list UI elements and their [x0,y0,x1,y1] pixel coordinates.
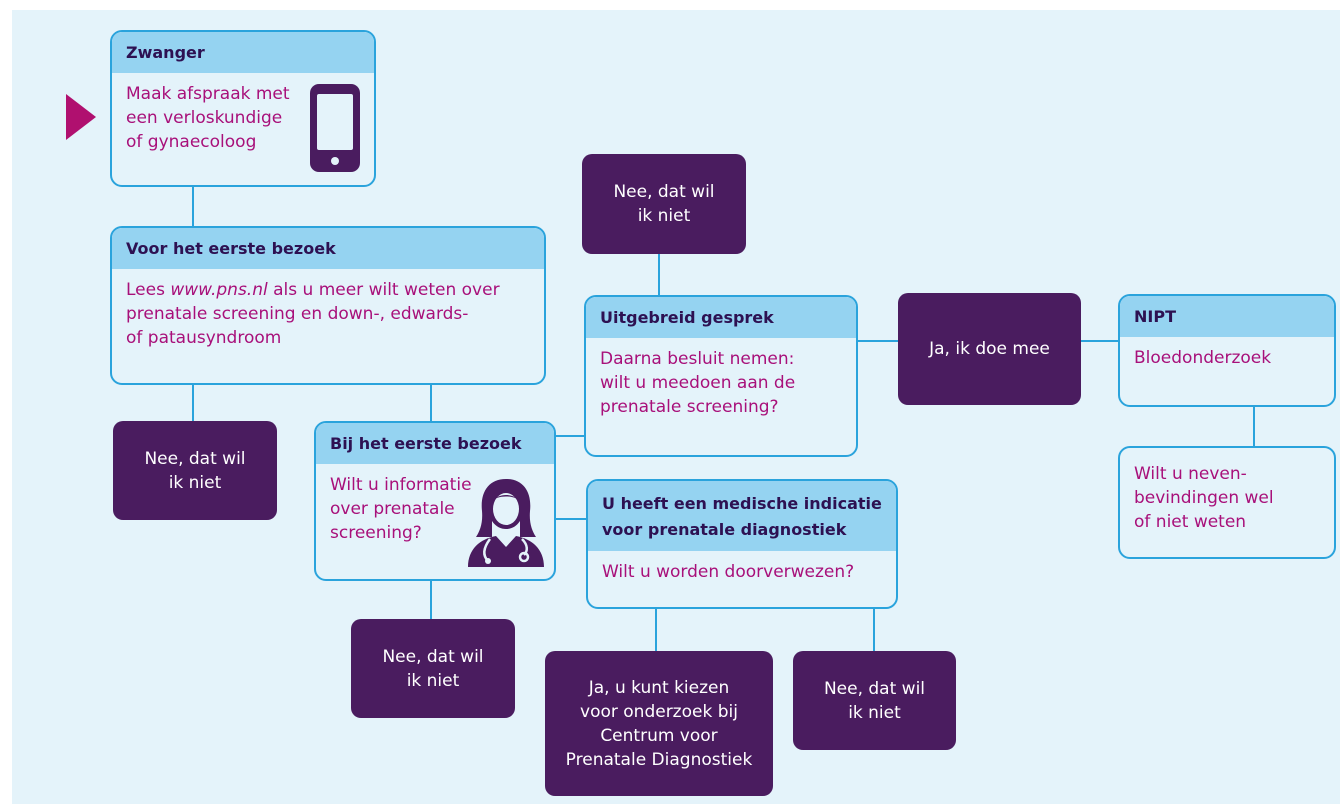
box-voor-eerste-bezoek-title: Voor het eerste bezoek [112,228,544,269]
box-voor-eerste-bezoek: Voor het eerste bezoek Lees www.pns.nl a… [110,226,546,385]
doctor-icon [468,479,544,567]
box-bij-eerste-bezoek-title: Bij het eerste bezoek [316,423,554,464]
box-nipt-text: Bloedonderzoek [1134,348,1272,368]
box-uitgebreid-gesprek-title: Uitgebreid gesprek [586,297,856,338]
pns-link[interactable]: www.pns.nl [170,280,268,300]
box-zwanger-text: Maak afspraak met een verloskundige of g… [126,84,290,152]
box-uitgebreid-gesprek: Uitgebreid gesprek Daarna besluit nemen:… [584,295,858,457]
box-nipt: NIPT Bloedonderzoek [1118,294,1336,407]
decision-nee-left: Nee, dat wil ik niet [113,421,277,520]
box-bij-eerste-bezoek: Bij het eerste bezoek Wilt u informatie … [314,421,556,581]
box-nevenbevindingen: Wilt u neven- bevindingen wel of niet we… [1118,446,1336,559]
box-bij-eerste-bezoek-text: Wilt u informatie over prenatale screeni… [330,475,472,543]
box-medische-indicatie-text: Wilt u worden doorverwezen? [602,562,855,582]
box-zwanger: Zwanger Maak afspraak met een verloskund… [110,30,376,187]
decision-nee-bottom: Nee, dat wil ik niet [351,619,515,718]
box-voor-eerste-bezoek-text: Lees www.pns.nl als u meer wilt weten ov… [126,280,500,348]
box-nevenbevindingen-text: Wilt u neven- bevindingen wel of niet we… [1134,464,1274,532]
decision-nee-top: Nee, dat wil ik niet [582,154,746,254]
decision-nee-right-bottom: Nee, dat wil ik niet [793,651,956,750]
box-nipt-title: NIPT [1120,296,1334,337]
box-medische-indicatie-title: U heeft een medische indicatie voor pren… [588,481,896,551]
box-medische-indicatie: U heeft een medische indicatie voor pren… [586,479,898,609]
phone-icon [310,84,360,172]
box-zwanger-title: Zwanger [112,32,374,73]
decision-ja-kiezen: Ja, u kunt kiezen voor onderzoek bij Cen… [545,651,773,796]
decision-ja-doe-mee: Ja, ik doe mee [898,293,1081,405]
box-uitgebreid-gesprek-text: Daarna besluit nemen: wilt u meedoen aan… [600,349,796,417]
start-arrow-icon [66,94,96,140]
